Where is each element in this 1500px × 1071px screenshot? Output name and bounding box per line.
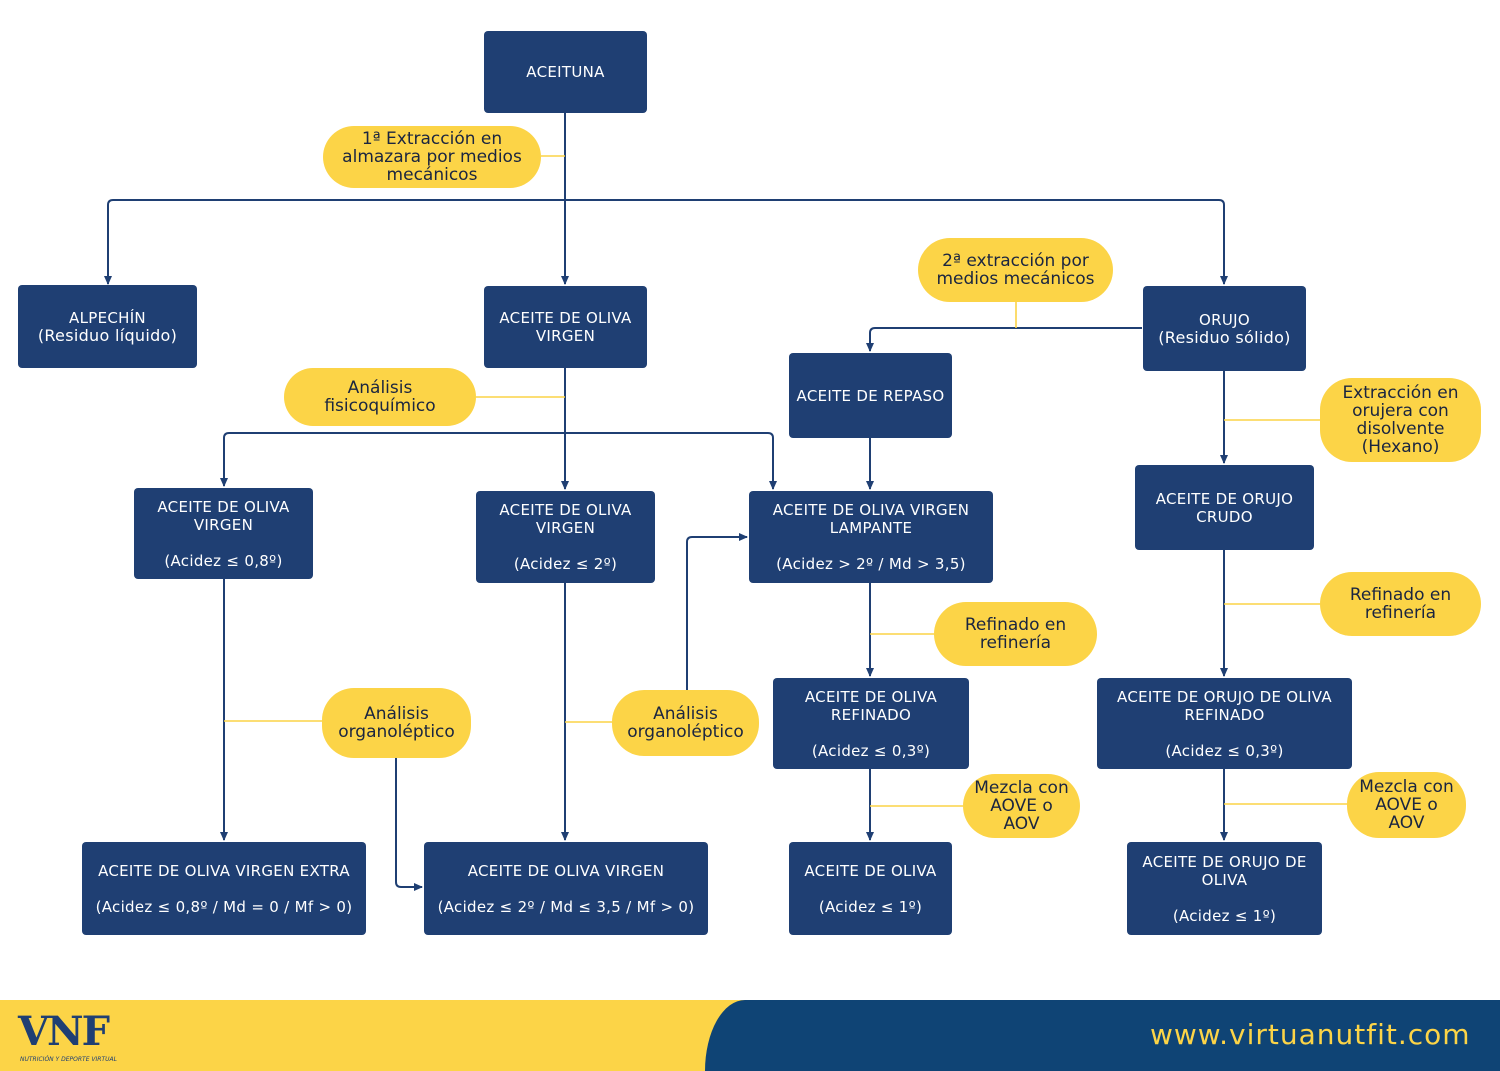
logo-tagline: NUTRICIÓN Y DEPORTE VIRTUAL: [20, 1056, 117, 1063]
node-aceite-oliva-virgen-2: ACEITE DE OLIVA VIRGEN (Acidez ≤ 2º): [476, 491, 655, 583]
node-aove: ACEITE DE OLIVA VIRGEN EXTRA (Acidez ≤ 0…: [82, 842, 366, 935]
label-extraccion-2: 2ª extracción por medios mecánicos: [918, 238, 1113, 302]
node-title-2: VIRGEN: [535, 519, 596, 537]
label-refinado-orujo: Refinado en refinería: [1320, 572, 1481, 636]
label-mezcla-2: Mezcla con AOVE o AOV: [1347, 772, 1466, 838]
node-orujo-crudo: ACEITE DE ORUJO CRUDO: [1135, 465, 1314, 550]
node-acidity: (Acidez ≤ 2º / Md ≤ 3,5 / Mf > 0): [437, 897, 695, 916]
label-disolvente: Extracción en orujera con disolvente (He…: [1320, 378, 1481, 462]
node-acidity: (Acidez > 2º / Md > 3,5): [776, 555, 966, 573]
node-aceite-oliva: ACEITE DE OLIVA (Acidez ≤ 1º): [789, 842, 952, 935]
node-title: ACEITE DE OLIVA: [499, 309, 632, 327]
label-organoleptico-2: Análisis organoléptico: [612, 690, 759, 756]
node-acidity: (Acidez ≤ 0,3º): [811, 741, 931, 760]
node-title: ACEITE DE OLIVA: [157, 497, 290, 516]
node-aceite-oliva-virgen-08: ACEITE DE OLIVA VIRGEN (Acidez ≤ 0,8º): [134, 488, 313, 579]
node-aceite-oliva-virgen-top: ACEITE DE OLIVA VIRGEN: [484, 286, 647, 368]
node-title: ACEITE DE OLIVA: [499, 501, 632, 519]
node-orujo-oliva: ACEITE DE ORUJO DE OLIVA (Acidez ≤ 1º): [1127, 842, 1322, 935]
node-title: ORUJO: [1199, 310, 1250, 329]
node-title-2: REFINADO: [1184, 705, 1265, 724]
node-alpechin: ALPECHÍN (Residuo líquido): [18, 285, 197, 368]
node-title-2: LAMPANTE: [829, 519, 913, 537]
node-acidity: (Acidez ≤ 2º): [513, 555, 618, 573]
node-acidity: (Acidez ≤ 1º): [1172, 906, 1277, 925]
node-acidity: (Acidez ≤ 0,3º): [1165, 741, 1284, 760]
node-title-2: REFINADO: [830, 705, 912, 724]
node-title-2: CRUDO: [1196, 507, 1253, 526]
label-extraccion-1: 1ª Extracción en almazara por medios mec…: [323, 126, 541, 188]
node-orujo-refinado: ACEITE DE ORUJO DE OLIVA REFINADO (Acide…: [1097, 678, 1352, 769]
label-fisicoquimico: Análisis fisicoquímico: [284, 368, 476, 426]
node-title-2: OLIVA: [1201, 870, 1248, 889]
brand-logo: VNF NUTRICIÓN Y DEPORTE VIRTUAL: [18, 1008, 138, 1066]
node-subtitle: (Residuo líquido): [37, 325, 178, 345]
node-title: ACEITE DE ORUJO DE OLIVA: [1117, 687, 1332, 706]
node-title: ACEITE DE OLIVA VIRGEN: [772, 501, 970, 519]
node-acidity: (Acidez ≤ 1º): [818, 897, 923, 916]
node-aceituna: ACEITUNA: [484, 31, 647, 113]
node-orujo: ORUJO (Residuo sólido): [1143, 286, 1306, 371]
node-title: ACEITE DE OLIVA VIRGEN: [467, 861, 665, 880]
node-subtitle: (Residuo sólido): [1158, 327, 1291, 347]
node-text: ACEITUNA: [526, 63, 605, 81]
node-text: ACEITE DE REPASO: [796, 386, 945, 405]
node-title: ACEITE DE ORUJO: [1155, 489, 1294, 508]
node-title-2: VIRGEN: [193, 515, 254, 534]
node-title: ACEITE DE OLIVA VIRGEN EXTRA: [98, 861, 350, 880]
label-refinado-lampante: Refinado en refinería: [934, 602, 1097, 666]
node-title-2: VIRGEN: [535, 327, 596, 345]
node-title: ACEITE DE OLIVA: [804, 687, 938, 706]
website-link[interactable]: www.virtuanutfit.com: [1150, 1018, 1471, 1051]
node-aov-final: ACEITE DE OLIVA VIRGEN (Acidez ≤ 2º / Md…: [424, 842, 708, 935]
label-organoleptico-1: Análisis organoléptico: [322, 688, 471, 758]
footer-url-band: [705, 1000, 1500, 1071]
node-aceite-repaso: ACEITE DE REPASO: [789, 353, 952, 438]
logo-text: VNF: [18, 1008, 110, 1055]
node-title: ACEITE DE ORUJO DE: [1142, 852, 1307, 871]
node-title: ACEITE DE OLIVA: [804, 861, 937, 880]
node-acidity: (Acidez ≤ 0,8º): [164, 551, 283, 570]
node-title: ALPECHÍN: [69, 308, 146, 327]
node-lampante: ACEITE DE OLIVA VIRGEN LAMPANTE (Acidez …: [749, 491, 993, 583]
node-aceite-oliva-refinado: ACEITE DE OLIVA REFINADO (Acidez ≤ 0,3º): [773, 678, 969, 769]
label-mezcla-1: Mezcla con AOVE o AOV: [963, 774, 1080, 838]
node-acidity: (Acidez ≤ 0,8º / Md = 0 / Mf > 0): [95, 897, 353, 916]
